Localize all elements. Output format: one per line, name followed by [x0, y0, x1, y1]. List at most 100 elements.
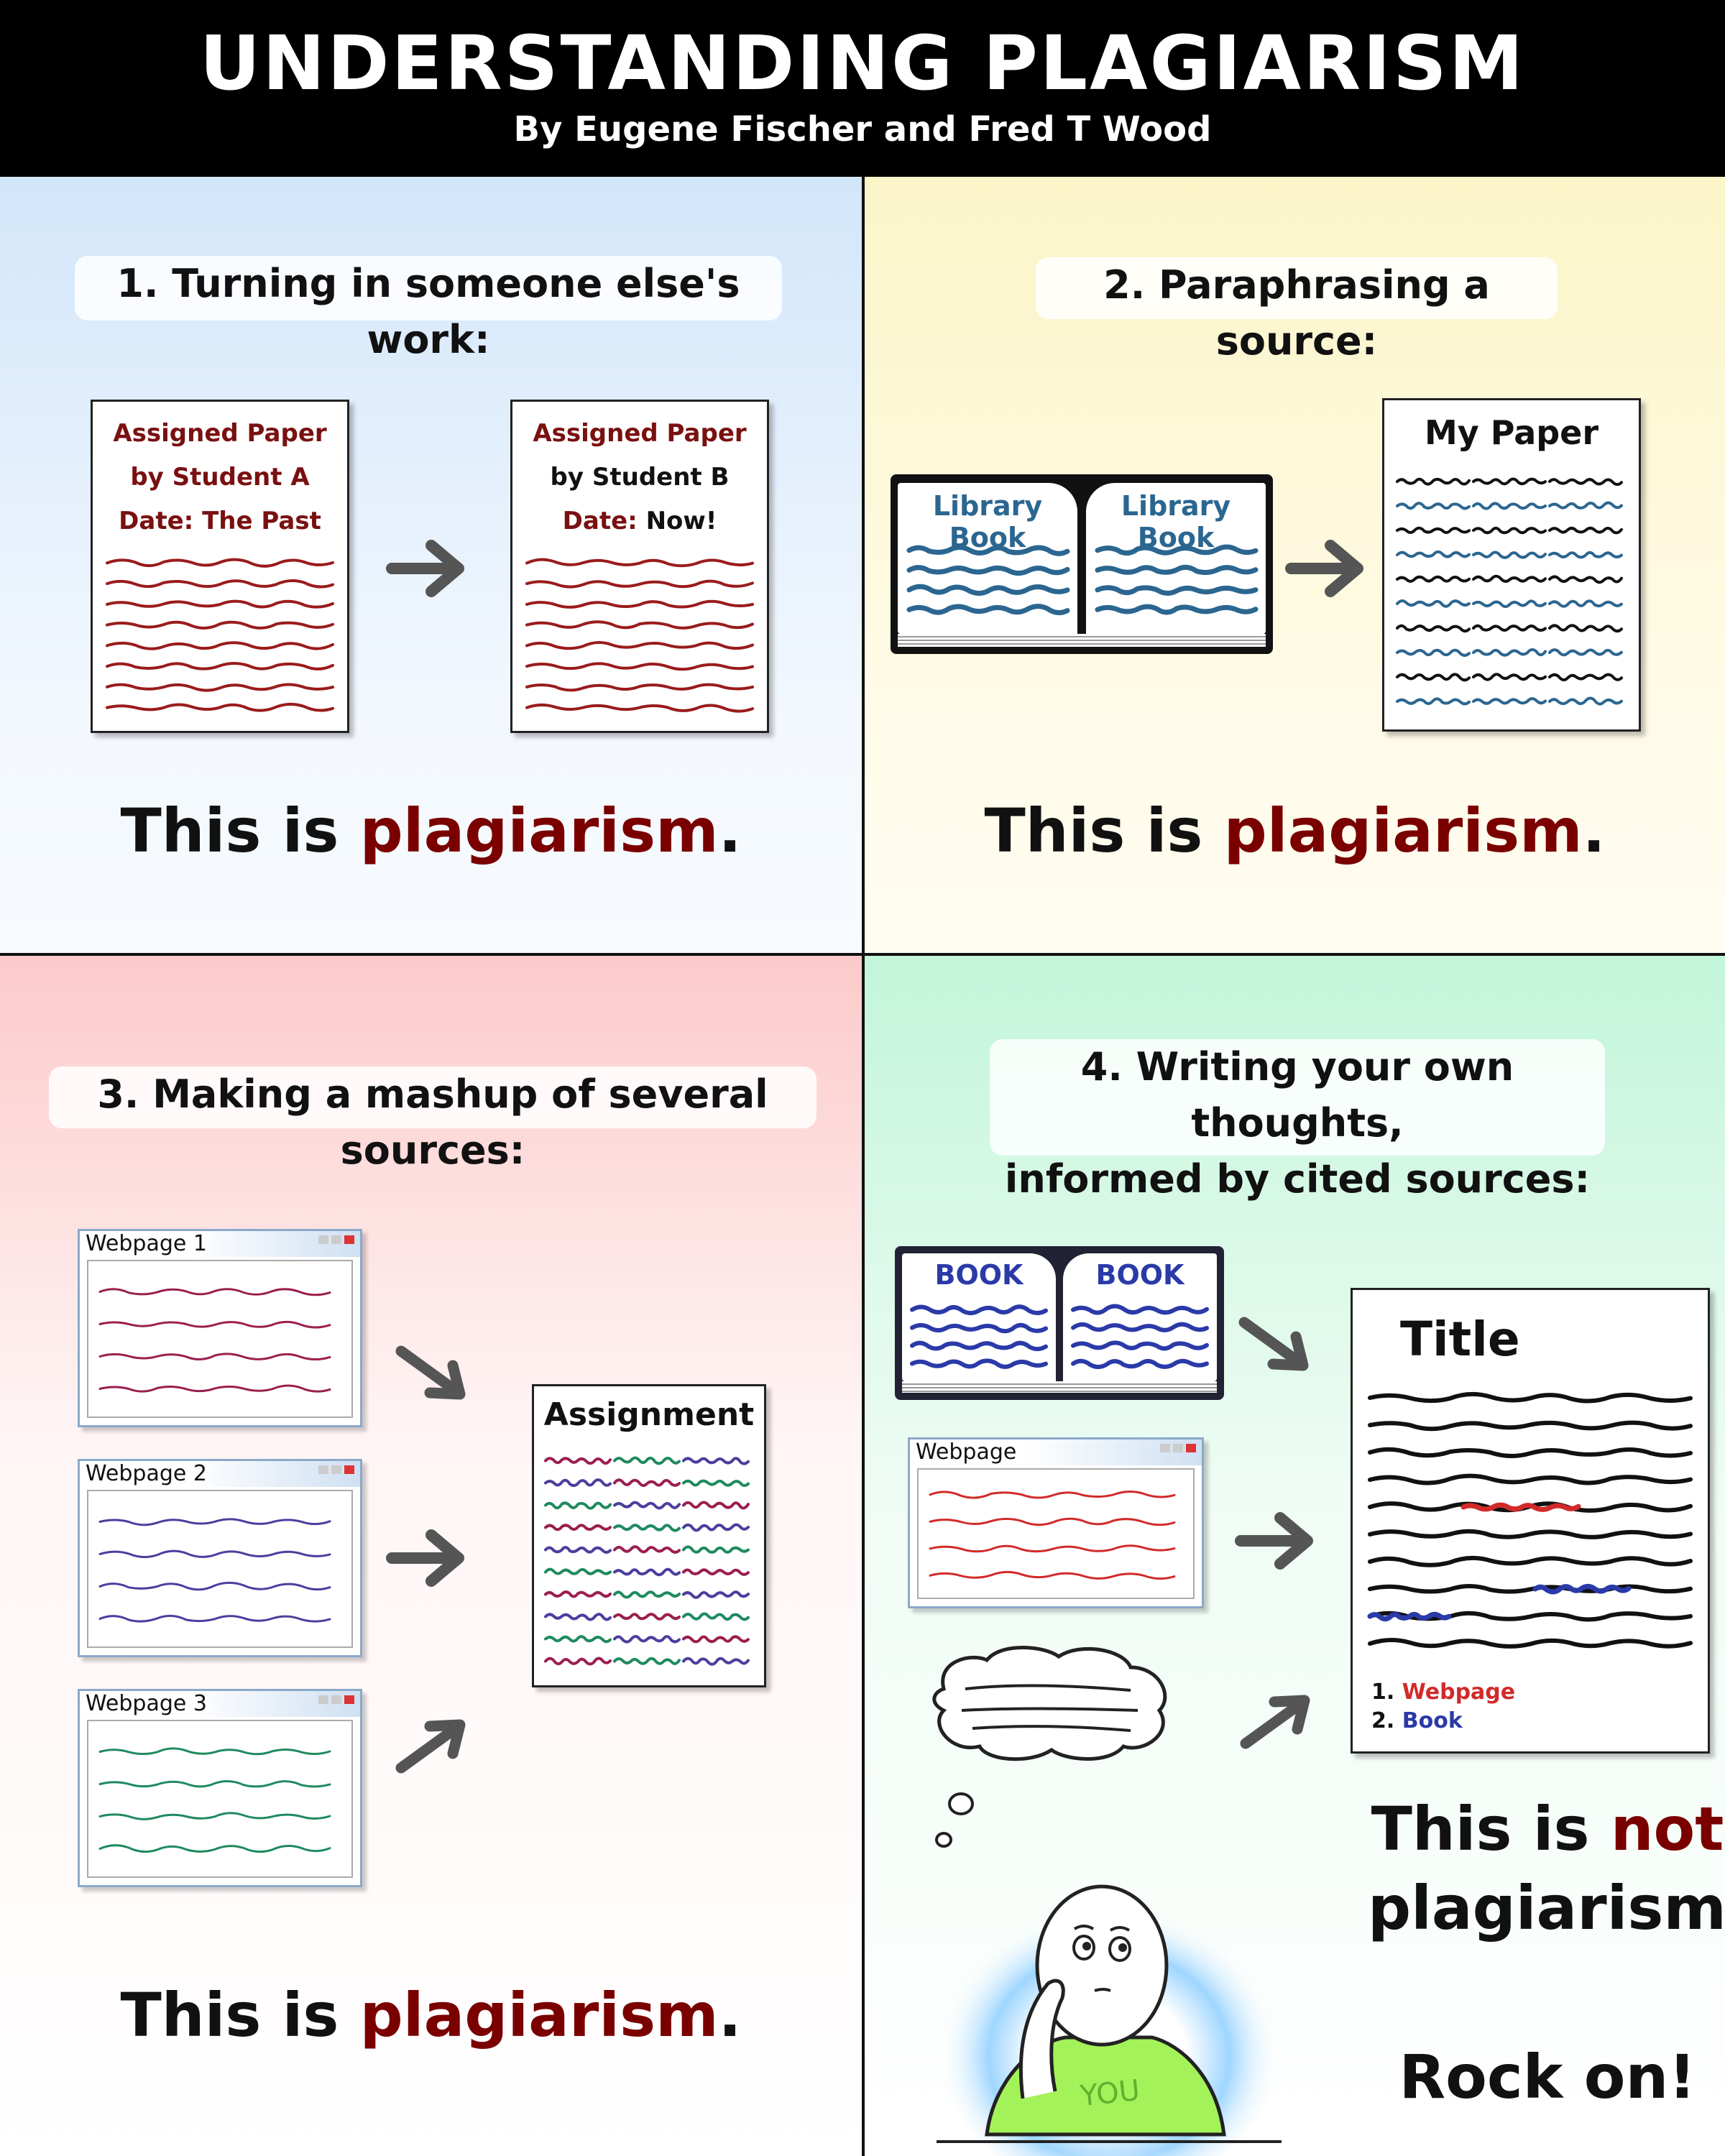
text-scribble [1548, 648, 1623, 657]
text-scribble [106, 558, 334, 568]
text-scribble [906, 604, 1070, 616]
text-scribble [1472, 574, 1547, 583]
text-scribble [910, 1322, 1048, 1334]
text-scribble [98, 1844, 331, 1853]
close-icon[interactable] [344, 1235, 354, 1244]
webpage-window-1: Webpage 1 [78, 1229, 362, 1427]
paper-text-scribbles [544, 1456, 750, 1666]
text-scribble [1472, 624, 1547, 632]
verdict-highlight: not [1610, 1794, 1724, 1864]
text-scribble [98, 1614, 331, 1623]
text-scribble [682, 1657, 750, 1666]
text-scribble [1548, 696, 1623, 706]
text-scribble [613, 1456, 681, 1465]
paper-date-line: Date: The Past [119, 507, 321, 535]
text-scribble [106, 683, 334, 692]
cited-text-scribble [1367, 1611, 1452, 1622]
minimize-icon[interactable] [318, 1465, 328, 1474]
arrow-icon [1240, 1695, 1310, 1749]
text-scribble [1396, 550, 1471, 558]
maximize-icon[interactable] [331, 1235, 341, 1244]
verdict-prefix: This is [120, 796, 360, 866]
text-scribble [682, 1457, 750, 1465]
minimize-icon[interactable] [1160, 1444, 1170, 1452]
byline: By Eugene Fischer and Fred T Wood [513, 109, 1212, 149]
text-scribble [525, 683, 754, 692]
panel-label: 1. Turning in someone else's work: [75, 256, 782, 362]
date-value: Now! [645, 507, 717, 535]
text-scribble [98, 1780, 331, 1788]
close-icon[interactable] [344, 1695, 354, 1704]
verdict: This is plagiarism. [865, 795, 1725, 867]
book-text-scribbles [906, 545, 1070, 616]
maximize-icon[interactable] [331, 1695, 341, 1704]
text-scribble [682, 1612, 750, 1621]
verdict: This is plagiarism. [0, 1979, 862, 2051]
text-scribble [544, 1478, 612, 1488]
minimize-icon[interactable] [318, 1235, 328, 1244]
text-scribble [98, 1288, 331, 1296]
text-scribble [98, 1747, 331, 1756]
webpage-window-3: Webpage 3 [78, 1689, 362, 1887]
maximize-icon[interactable] [331, 1465, 341, 1474]
text-scribble [544, 1635, 612, 1644]
text-scribble [525, 579, 754, 589]
text-scribble [613, 1524, 681, 1532]
text-scribble [682, 1635, 750, 1644]
paper-title: Title [1400, 1312, 1520, 1367]
text-scribble [906, 545, 1070, 556]
text-scribble [1095, 585, 1259, 596]
minimize-icon[interactable] [318, 1695, 328, 1704]
book-text-scribbles [1071, 1304, 1209, 1370]
book-title-left: Library Book [932, 490, 1043, 553]
paper-text-scribbles [106, 558, 334, 712]
book-page-left: BOOK [902, 1253, 1056, 1381]
webpage-window-2: Webpage 2 [78, 1459, 362, 1657]
citation-book: 2. Book [1371, 1707, 1463, 1736]
close-icon[interactable] [1186, 1444, 1196, 1452]
own-paper: Title 1. Webpage 2. Book [1351, 1288, 1710, 1754]
text-scribble [1472, 697, 1547, 705]
maximize-icon[interactable] [1173, 1444, 1183, 1452]
text-scribble [682, 1523, 750, 1532]
verdict-highlight: plagiarism [1223, 796, 1583, 866]
text-scribble [1368, 1420, 1693, 1432]
text-scribble [1396, 575, 1471, 583]
text-scribble [525, 641, 754, 650]
text-scribble [544, 1590, 612, 1598]
close-icon[interactable] [344, 1465, 354, 1474]
text-scribble [1071, 1322, 1209, 1332]
arrow-icon [395, 1719, 466, 1774]
text-scribble [910, 1358, 1048, 1369]
text-scribble [1095, 544, 1259, 556]
paper-date-line: Date: Now! [512, 507, 767, 535]
book-page-right: BOOK [1063, 1253, 1217, 1381]
panel-paraphrasing: 2. Paraphrasing a source: Library Book L… [865, 177, 1725, 953]
text-scribble [682, 1545, 750, 1554]
panel-label: 3. Making a mashup of several sources: [49, 1067, 816, 1173]
text-scribble [1368, 1391, 1693, 1404]
text-scribble [1368, 1584, 1693, 1594]
rock-on-text: Rock on! [1399, 2042, 1696, 2112]
date-label: Date: [562, 507, 638, 535]
page-title: UNDERSTANDING PLAGIARISM [199, 19, 1526, 107]
text-scribble [1368, 1473, 1693, 1485]
text-scribble [544, 1546, 612, 1554]
text-scribble [906, 584, 1070, 596]
text-scribble [1396, 697, 1471, 706]
text-scribble [910, 1304, 1048, 1316]
text-scribble [98, 1353, 331, 1360]
text-scribble [613, 1657, 681, 1665]
arrow-icon [1235, 1512, 1313, 1570]
text-scribble [1396, 673, 1471, 682]
text-scribble [1095, 564, 1259, 576]
verdict-prefix: This is [1371, 1794, 1611, 1864]
text-scribble [98, 1812, 331, 1820]
text-scribble [525, 662, 754, 671]
text-scribble [106, 662, 334, 671]
text-scribble [613, 1613, 681, 1621]
book-page-left: Library Book [898, 483, 1077, 634]
text-scribble [98, 1320, 331, 1329]
text-scribble [525, 558, 754, 568]
text-scribble [1548, 526, 1623, 535]
